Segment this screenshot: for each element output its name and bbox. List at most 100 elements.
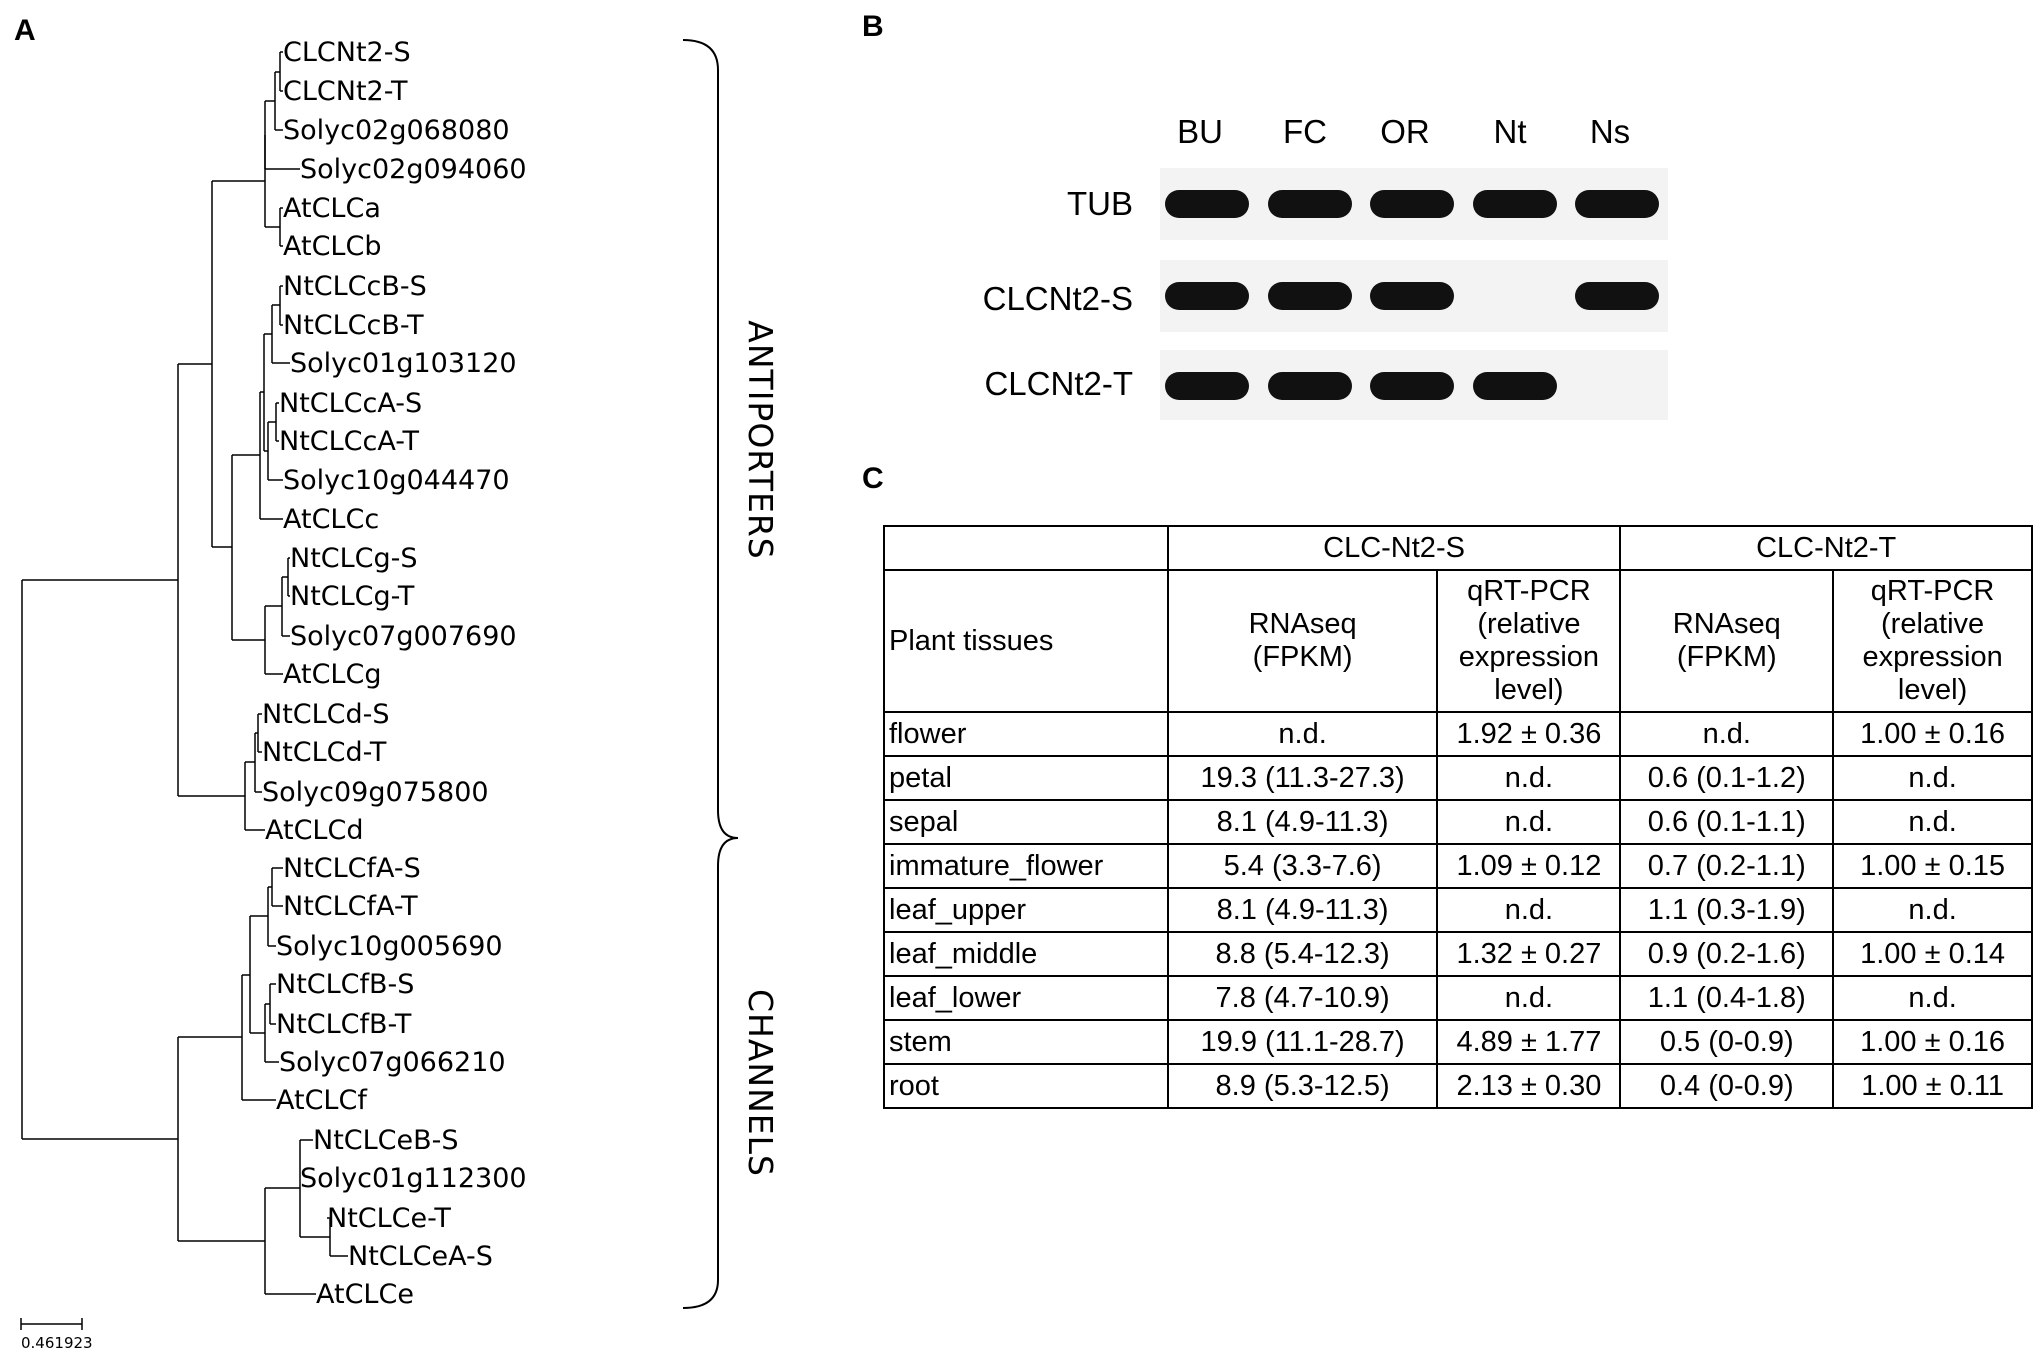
header-line: (FPKM)	[1676, 641, 1777, 673]
header-line: level)	[1494, 674, 1564, 706]
tree-leaf-label: NtCLCfB-S	[276, 969, 414, 1000]
tree-leaf-label: NtCLCeA-S	[348, 1241, 493, 1272]
gel-band	[1575, 282, 1659, 310]
tree-leaf-label: AtCLCb	[283, 231, 381, 262]
table-tissue-cell: leaf_middle	[883, 931, 1169, 977]
tree-leaf-label: Solyc10g005690	[276, 931, 503, 962]
tree-branches	[21, 51, 348, 1295]
gel-strip-tub	[1160, 168, 1668, 240]
table-tissue-cell: flower	[883, 711, 1169, 757]
tree-leaf-label: Solyc09g075800	[262, 777, 489, 808]
tree-leaf-label: NtCLCcB-S	[283, 271, 427, 302]
tree-leaf-label: NtCLCg-S	[290, 543, 418, 574]
tree-leaf-label: AtCLCa	[283, 193, 381, 224]
table-cell: 19.3 (11.3-27.3)	[1166, 755, 1439, 801]
table-cell: 1.92 ± 0.36	[1436, 711, 1622, 757]
gel-row-label-clcnt2-t: CLCNt2-T	[984, 365, 1133, 402]
tree-leaf-label: Solyc07g007690	[290, 621, 517, 652]
table-cell: 1.09 ± 0.12	[1436, 843, 1622, 889]
header-line: RNAseq	[1672, 608, 1781, 640]
tree-leaf-label: CLCNt2-S	[283, 37, 411, 68]
tree-leaf-labels: CLCNt2-SCLCNt2-TSolyc02g068080Solyc02g09…	[262, 37, 527, 1310]
header-line: (relative	[1477, 608, 1581, 640]
column-header-rnaseq-t: RNAseq(FPKM)	[1619, 569, 1835, 713]
tree-leaf-label: NtCLCfB-T	[276, 1009, 412, 1040]
expression-table: CLC-Nt2-S CLC-Nt2-T Plant tissues RNAseq…	[883, 525, 2033, 1109]
tree-leaf-label: AtCLCg	[283, 659, 381, 690]
tree-leaf-label: NtCLCd-S	[262, 699, 390, 730]
gel-band	[1268, 372, 1352, 400]
gel-strip-clcnt2-t	[1160, 350, 1668, 420]
scale-bar-label: 0.461923	[21, 1334, 93, 1350]
table-cell: n.d.	[1166, 711, 1439, 757]
group-header-clc-nt2-t: CLC-Nt2-T	[1619, 525, 2033, 571]
tree-leaf-label: AtCLCc	[283, 504, 379, 535]
table-cell: n.d.	[1832, 887, 2033, 933]
table-tissue-cell: petal	[883, 755, 1169, 801]
table-tissue-cell: leaf_lower	[883, 975, 1169, 1021]
gel-strip-clcnt2-s	[1160, 260, 1668, 332]
header-line: expression	[1458, 641, 1600, 673]
gel-column-label: OR	[1380, 113, 1430, 150]
header-line: level)	[1897, 674, 1968, 706]
header-line: RNAseq	[1248, 608, 1357, 640]
gel-band	[1370, 190, 1454, 218]
table-cell: 8.8 (5.4-12.3)	[1166, 931, 1439, 977]
table-tissue-cell: root	[883, 1063, 1169, 1109]
table-cell: 4.89 ± 1.77	[1436, 1019, 1622, 1065]
panel-c-label: C	[862, 462, 884, 495]
tree-leaf-label: Solyc07g066210	[279, 1047, 506, 1078]
table-tissue-cell: sepal	[883, 799, 1169, 845]
gel-row-label-clcnt2-s: CLCNt2-S	[982, 280, 1133, 317]
gel-band	[1575, 190, 1659, 218]
table-cell: 1.00 ± 0.16	[1832, 1019, 2033, 1065]
tree-leaf-label: CLCNt2-T	[283, 76, 408, 107]
table-cell: n.d.	[1619, 711, 1835, 757]
table-cell: n.d.	[1832, 755, 2033, 801]
table-cell: 8.1 (4.9-11.3)	[1166, 887, 1439, 933]
table-cell: n.d.	[1436, 887, 1622, 933]
table-cell: 0.6 (0.1-1.1)	[1619, 799, 1835, 845]
tree-leaf-label: NtCLCcB-T	[283, 310, 424, 341]
table-tissue-cell: leaf_upper	[883, 887, 1169, 933]
header-line: qRT-PCR	[1467, 575, 1591, 607]
gel-column-label: Nt	[1493, 113, 1527, 150]
group-label-antiporters: ANTIPORTERS	[741, 320, 780, 559]
table-cell: 1.00 ± 0.14	[1832, 931, 2033, 977]
tree-leaf-label: Solyc02g094060	[300, 154, 527, 185]
table-cell: 0.7 (0.2-1.1)	[1619, 843, 1835, 889]
gel-band	[1268, 282, 1352, 310]
tree-leaf-label: NtCLCeB-S	[313, 1125, 459, 1156]
gel-band	[1165, 190, 1249, 218]
table-cell: n.d.	[1832, 799, 2033, 845]
table-cell: 1.00 ± 0.16	[1832, 711, 2033, 757]
gel-band	[1268, 190, 1352, 218]
tree-leaf-label: Solyc01g112300	[300, 1163, 527, 1194]
table-tissue-cell: stem	[883, 1019, 1169, 1065]
tree-leaf-label: Solyc10g044470	[283, 465, 510, 496]
tree-leaf-label: NtCLCcA-T	[279, 426, 420, 457]
phylogenetic-tree: CLCNt2-SCLCNt2-TSolyc02g068080Solyc02g09…	[20, 37, 780, 1350]
gel-column-label: BU	[1177, 113, 1223, 150]
table-cell: 1.00 ± 0.11	[1832, 1063, 2033, 1109]
tree-leaf-label: AtCLCe	[316, 1279, 414, 1310]
gel-column-label: FC	[1283, 113, 1327, 150]
header-line: expression	[1862, 641, 2003, 673]
panel-b-label: B	[862, 10, 884, 43]
table-cell: 0.4 (0-0.9)	[1619, 1063, 1835, 1109]
table-cell: 0.9 (0.2-1.6)	[1619, 931, 1835, 977]
header-line: (FPKM)	[1252, 641, 1353, 673]
table-cell: n.d.	[1436, 755, 1622, 801]
tree-leaf-label: NtCLCcA-S	[279, 388, 422, 419]
group-bracket	[682, 39, 739, 1309]
gel-band	[1370, 282, 1454, 310]
tree-leaf-label: NtCLCe-T	[327, 1203, 451, 1234]
